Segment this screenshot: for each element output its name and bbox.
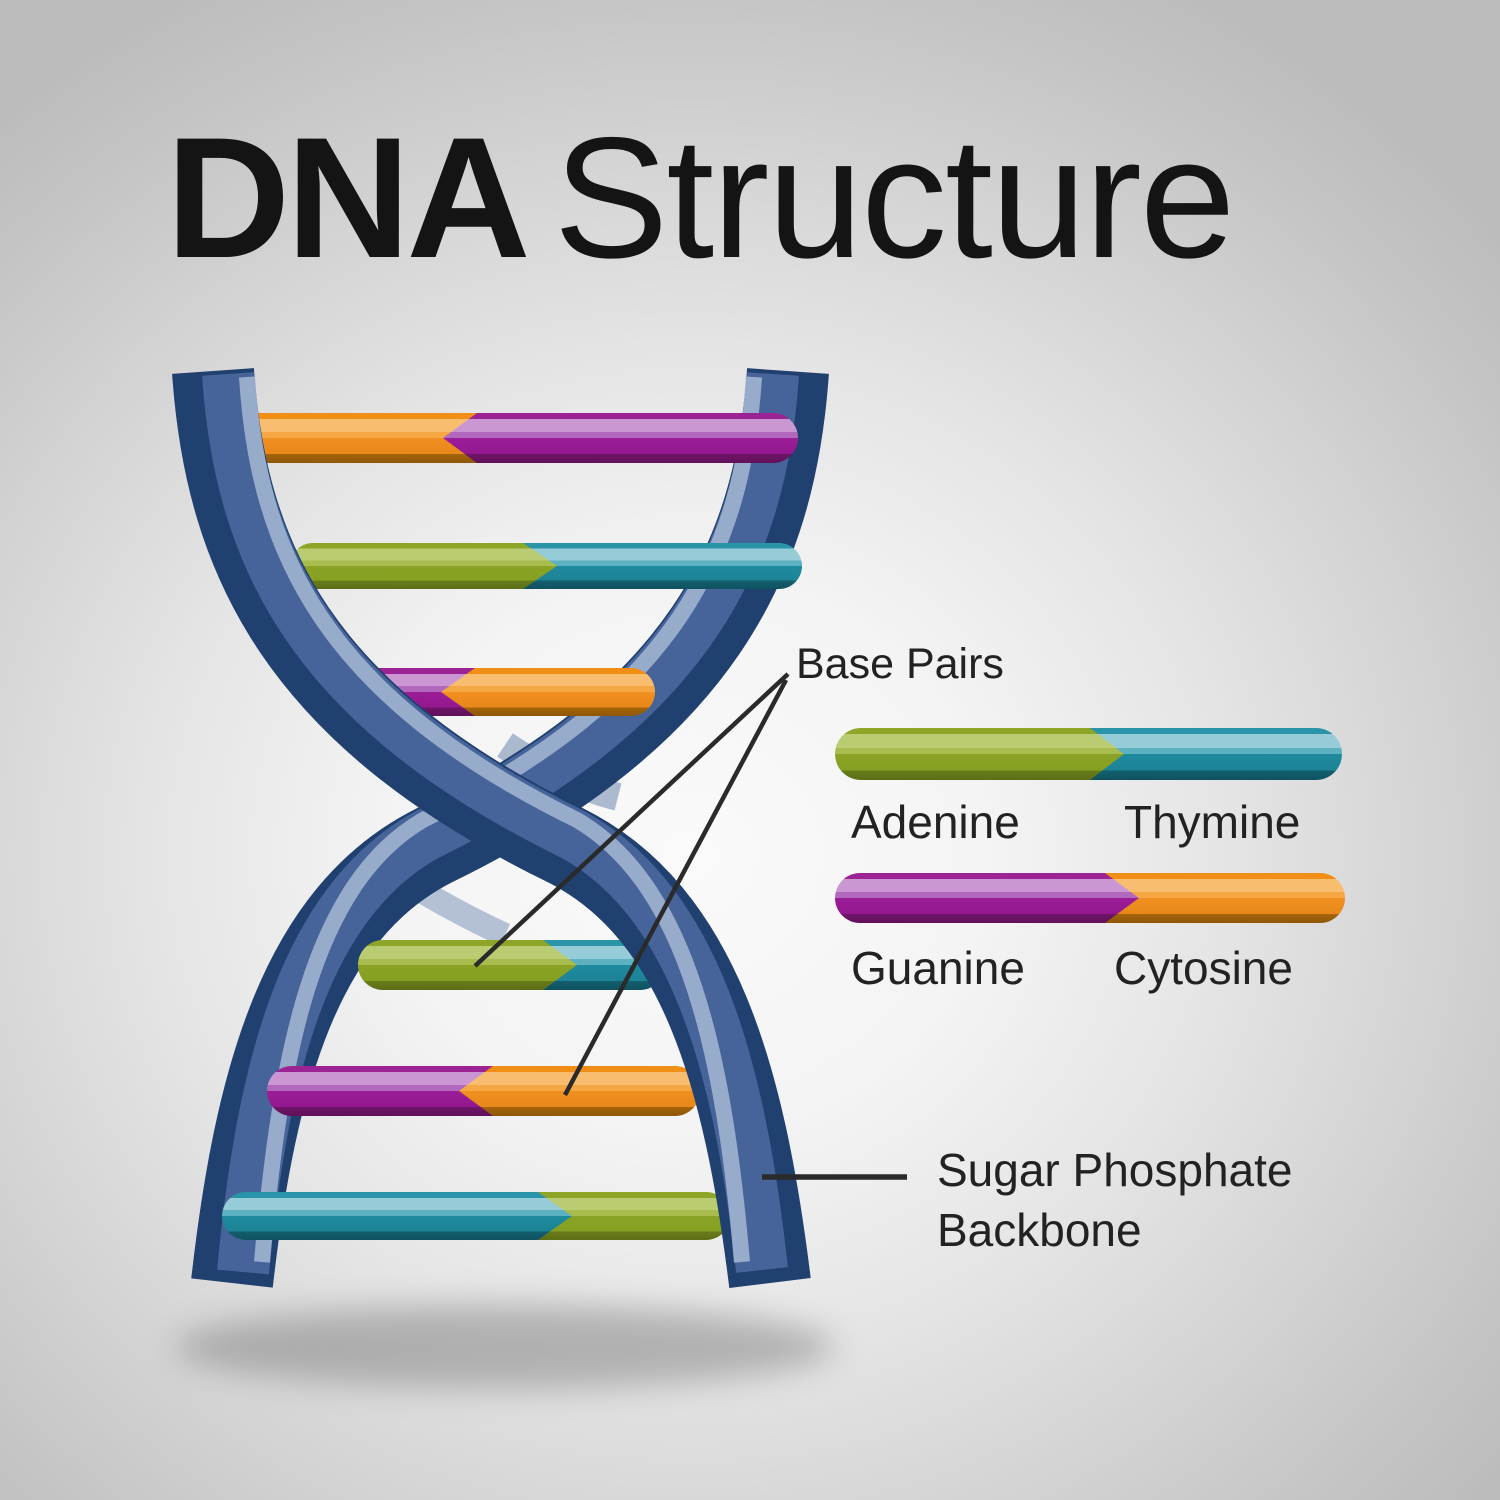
base-pair-rung-4	[358, 940, 665, 990]
legend-bar-adenine-thymine	[835, 728, 1342, 780]
backbone-strand-left	[172, 368, 811, 1289]
cytosine-label: Cytosine	[1114, 942, 1293, 994]
title-structure: Structure	[553, 102, 1236, 294]
guanine-label: Guanine	[851, 942, 1025, 994]
adenine-label: Adenine	[851, 796, 1020, 848]
base-pair-rung-2	[290, 543, 802, 589]
title-dna: DNA	[166, 102, 531, 294]
page-title: DNA Structure	[166, 102, 1236, 294]
legend-bar-guanine-cytosine	[835, 873, 1345, 923]
helix-ground-shadow	[175, 1305, 835, 1389]
sugar-phosphate-backbone-label: Sugar Phosphate Backbone	[937, 1141, 1337, 1261]
base-pair-rung-1	[225, 413, 798, 463]
base-pairs-pointer-line-2	[563, 678, 788, 1097]
backbone-label-line1: Sugar Phosphate	[937, 1144, 1293, 1196]
base-pairs-label: Base Pairs	[796, 640, 1004, 688]
backbone-label-line2: Backbone	[937, 1203, 1142, 1256]
base-pair-rung-6	[222, 1192, 730, 1240]
base-pairs-pointer-line-1	[473, 672, 790, 968]
thymine-label: Thymine	[1124, 796, 1301, 848]
base-pair-rung-5	[267, 1066, 700, 1116]
